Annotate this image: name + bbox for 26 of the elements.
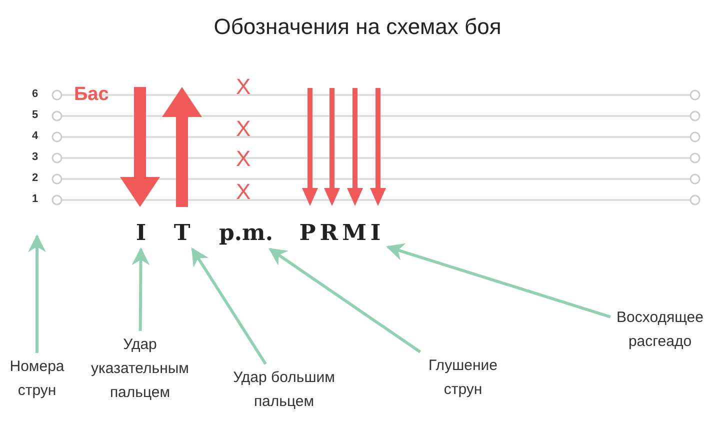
string-number: 1 (32, 193, 38, 205)
leader-arrow (191, 247, 267, 365)
leader-arrow (268, 248, 422, 354)
string-number: 6 (32, 88, 38, 100)
callout-text: Удар большим пальцем (224, 366, 344, 414)
title: Обозначения на схемах боя (212, 14, 502, 40)
leader-arrow (386, 243, 611, 318)
callout-text: Удар указательным пальцем (82, 333, 198, 405)
callout-text: Номера струн (2, 355, 72, 403)
bass-label: Бас (74, 84, 109, 106)
callout-text: Глушение струн (418, 354, 508, 402)
mute-mark: X (236, 179, 251, 205)
mute-mark: X (236, 116, 251, 142)
string-number: 2 (32, 172, 38, 184)
callout-text: Восходящее расгеадо (612, 306, 708, 354)
string-number: 3 (32, 151, 38, 163)
finger-letter: T (174, 220, 190, 246)
finger-letters: PRMI (299, 220, 385, 246)
string-number: 4 (32, 130, 38, 142)
string-number: 5 (32, 109, 38, 121)
finger-letters: p.m. (219, 220, 273, 246)
leader-arrow (132, 247, 150, 332)
finger-letter: I (136, 220, 146, 246)
mute-mark: X (236, 146, 251, 172)
mute-mark: X (236, 74, 251, 100)
leader-arrow (28, 234, 46, 353)
